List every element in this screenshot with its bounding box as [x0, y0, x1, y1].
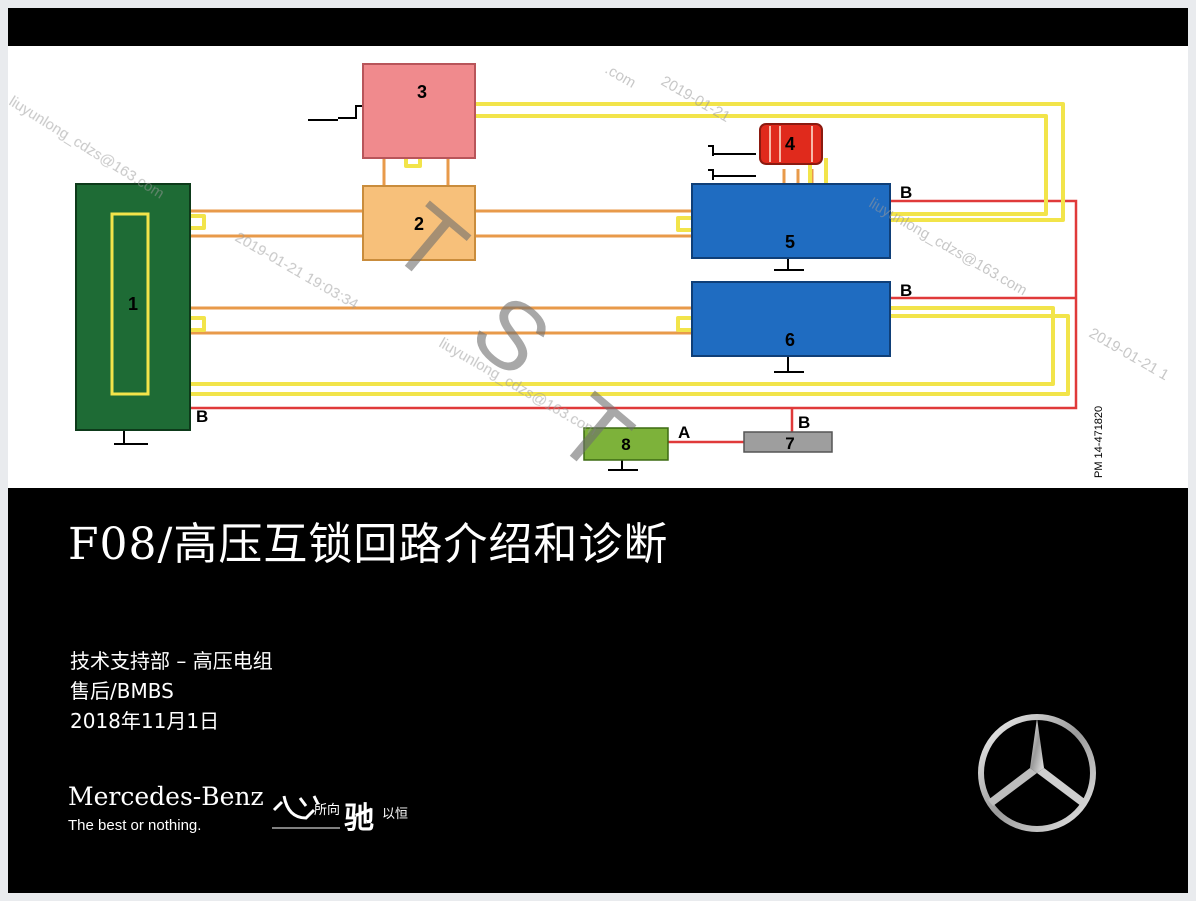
signal-wires	[191, 158, 814, 335]
component-7: 7	[743, 431, 833, 453]
department-line: 技术支持部 – 高压电组	[70, 649, 273, 673]
brand-name: Mercedes-Benz	[68, 782, 264, 811]
terminal-b-label: B	[196, 407, 208, 426]
hv-interlock-diagram: 1 2 3 4 5 6	[8, 46, 1188, 488]
component-3-label: 3	[417, 82, 427, 102]
component-4: 4	[759, 123, 823, 165]
component-5: 5	[691, 183, 891, 259]
component-2-label: 2	[414, 214, 424, 234]
component-7-label: 7	[785, 434, 794, 453]
brand-block: Mercedes-Benz The best or nothing.	[68, 782, 264, 835]
component-4-label: 4	[785, 134, 795, 154]
component-1-label: 1	[128, 294, 138, 314]
calligraphy-text: 以恒	[382, 807, 408, 822]
terminal-b-label: B	[798, 413, 810, 432]
calligraphy-text: 所向	[314, 802, 340, 818]
division-line: 售后/BMBS	[70, 679, 174, 703]
calligraphy-slogan: 所向 驰 以恒	[272, 795, 408, 836]
date-line: 2018年11月1日	[70, 709, 220, 733]
component-6-label: 6	[785, 330, 795, 350]
slide: 1 2 3 4 5 6	[8, 8, 1188, 893]
watermark-text: 2019-01-21 19:03:34	[232, 229, 361, 313]
component-1: 1	[75, 183, 191, 431]
terminal-a-label: A	[678, 423, 690, 442]
power-wires	[191, 199, 1078, 444]
component-8: 8	[583, 427, 669, 461]
terminal-b-label: B	[900, 281, 912, 300]
presentation-info: 技术支持部 – 高压电组 售后/BMBS 2018年11月1日	[70, 646, 273, 736]
calligraphy-text: 驰	[344, 801, 374, 836]
watermark-text: 2019-01-21 1	[1086, 325, 1172, 384]
terminal-b-label: B	[900, 183, 912, 202]
component-6: 6	[691, 281, 891, 357]
mercedes-star-icon	[978, 714, 1096, 832]
figure-code: PM 14-471820	[1093, 406, 1105, 478]
component-5-label: 5	[785, 232, 795, 252]
brand-slogan: The best or nothing.	[68, 817, 202, 834]
watermark-letter: S	[452, 274, 570, 397]
component-2: 2	[362, 185, 476, 261]
component-3: 3	[362, 63, 476, 159]
page-title: F08/高压互锁回路介绍和诊断	[68, 519, 669, 570]
component-8-label: 8	[621, 435, 630, 454]
watermark-text: .com	[602, 61, 639, 92]
